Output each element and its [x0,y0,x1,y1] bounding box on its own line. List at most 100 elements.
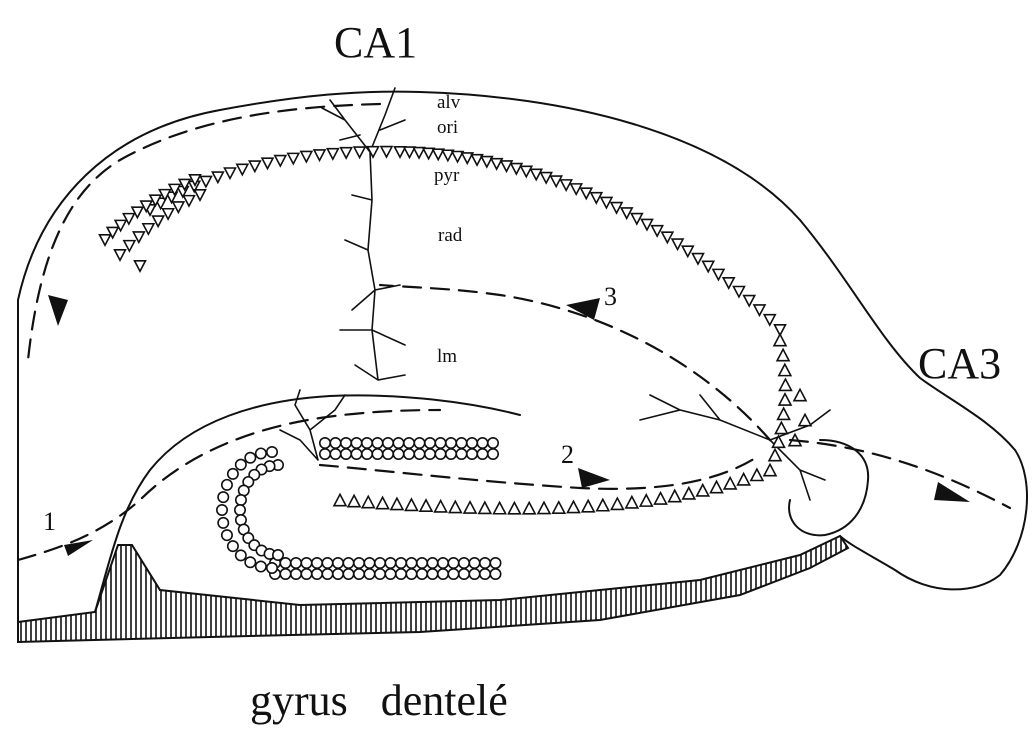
granule-cell [480,569,490,579]
granule-cell [343,558,353,568]
pyramidal-cell [764,315,775,325]
pyramidal-cell [723,278,734,288]
granule-cell [425,449,435,459]
pyramidal-cell [521,166,532,176]
pyramidal-cell [200,176,211,186]
ca3-bulge-outline [789,440,868,535]
granule-cell [383,449,393,459]
layer-label-rad: rad [438,225,463,246]
pyramidal-cell [669,490,681,501]
granule-cell [414,438,424,448]
pyramidal-cell [479,502,491,513]
granule-cell [435,449,445,459]
granule-cell [341,449,351,459]
granule-cell [477,438,487,448]
granule-cell [256,448,266,458]
granule-cell [362,438,372,448]
pyramidal-cell [561,180,572,190]
pathway-2-arrow [578,468,610,488]
pyramidal-cell [581,188,592,198]
granule-cell [396,558,406,568]
pyramidal-cell [641,219,652,229]
pyramidal-cell [769,449,781,460]
pyramidal-cell [391,498,403,509]
pyramidal-cell [494,502,506,513]
granule-cell [404,438,414,448]
granule-cell [354,569,364,579]
pyramidal-cell [449,501,461,512]
pyramidal-cell [508,502,520,513]
granule-cell [490,569,500,579]
pyramidal-cell [541,173,552,183]
granule-cell [312,569,322,579]
pathway-ca1-line [28,104,380,360]
granule-cell [351,449,361,459]
pyramidal-cell [115,250,126,260]
pyramidal-cell [724,478,736,489]
pathway-3-label: 3 [604,282,617,311]
pyramidal-cell [794,389,806,400]
granule-cell [427,569,437,579]
granule-cell [236,495,246,505]
granule-cell [267,563,277,573]
granule-cell [343,569,353,579]
granule-cell [245,557,255,567]
pathway-ca1-arrow [48,295,68,326]
pyramidal-cell [435,501,447,512]
granule-cell [372,449,382,459]
pyramidal-cell [683,488,695,499]
granule-cell [385,569,395,579]
pyramidal-cell [301,151,312,161]
granule-cell [488,438,498,448]
granule-cell [372,438,382,448]
layer-label-alv: alv [437,92,461,113]
granule-cell [414,449,424,459]
pyramidal-cell [100,235,111,245]
granule-cell [438,558,448,568]
pyramidal-cell [672,239,683,249]
pyramidal-cell [754,305,765,315]
granule-cell [393,438,403,448]
pyramidal-cell [224,168,235,178]
granule-cell [322,569,332,579]
pyramidal-cell [327,149,338,159]
granule-cell [467,449,477,459]
granule-cell [301,558,311,568]
granule-cell [322,558,332,568]
pyramidal-cell [779,394,791,405]
granule-cell [267,447,277,457]
granule-cell [354,558,364,568]
granule-cell [218,518,228,528]
pyramidal-cell [348,495,360,506]
pyramidal-cell [212,172,223,182]
pyramidal-cell [778,408,790,419]
pathway-1-arrow [64,540,93,556]
pyramidal-cell [553,502,565,513]
base-hatched-strip [18,536,848,642]
granule-cell [235,505,245,515]
pyramidal-cell [377,497,389,508]
layer-label-pyr: pyr [434,165,460,186]
pyramidal-cell [183,196,194,206]
pyramidal-cell [567,501,579,512]
granule-cell [427,558,437,568]
pyramidal-cell [597,499,609,510]
granule-cell [320,449,330,459]
pyramidal-cell [354,147,365,157]
pyramidal-cell [135,261,146,271]
pyramidal-cell [341,148,352,158]
pyramidal-cell [738,474,750,485]
pyramidal-cell [655,493,667,504]
granule-cell [362,449,372,459]
granule-cell [291,569,301,579]
granule-cell [396,569,406,579]
granule-cell [333,558,343,568]
granule-cell [217,505,227,515]
ca1-pyramidal-dendrites [322,88,405,380]
granule-cell [218,492,228,502]
pyramidal-cell [697,485,709,496]
pyramidal-cell [362,496,374,507]
pyramidal-cell [571,184,582,194]
granule-cell [222,480,232,490]
granule-cell [291,558,301,568]
